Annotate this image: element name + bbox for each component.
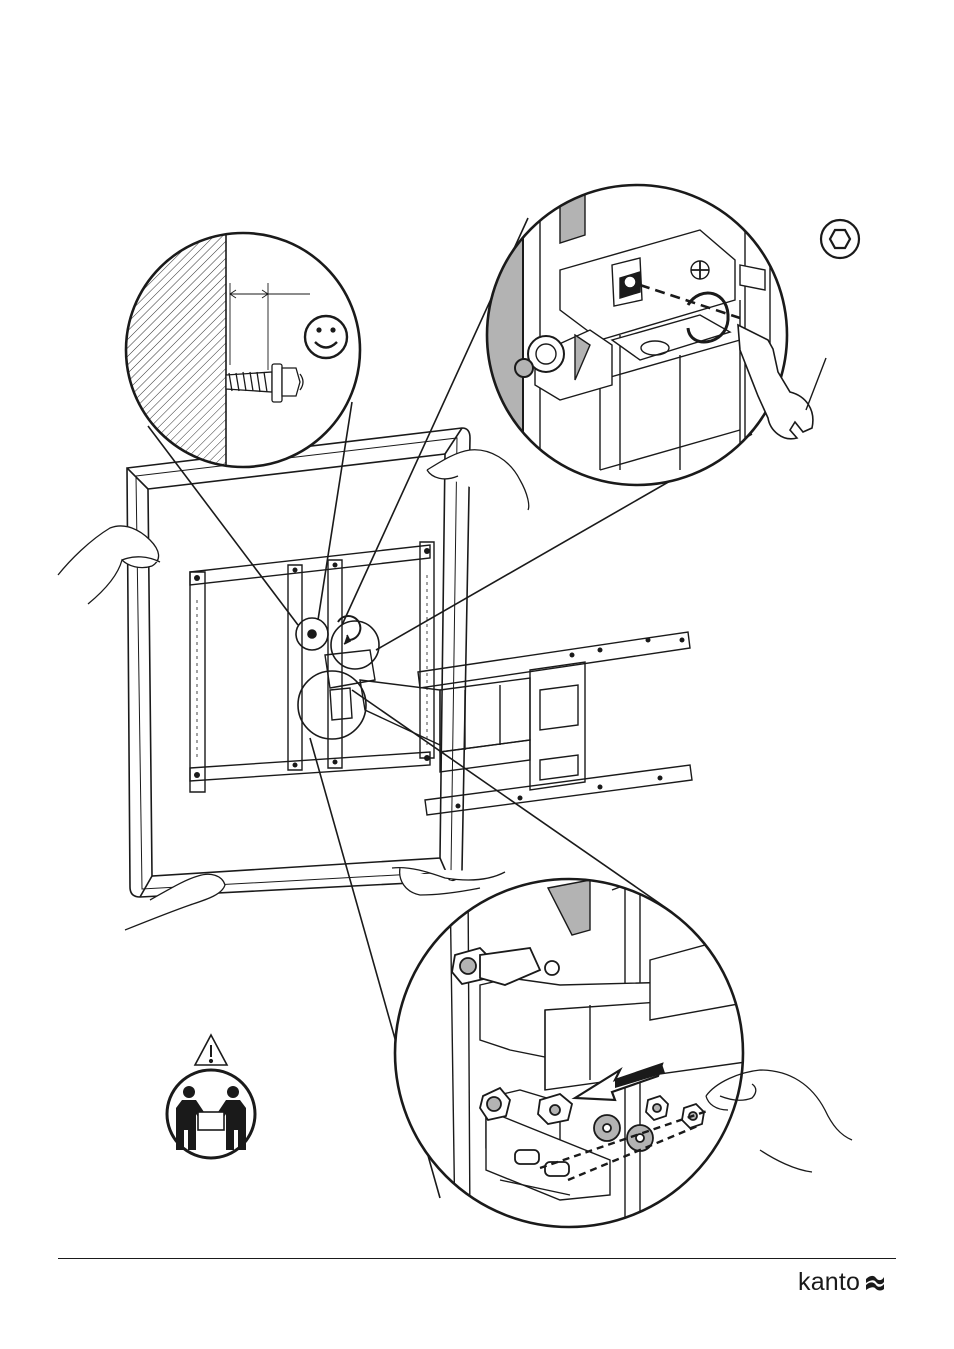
detail-wall-screw: [124, 231, 362, 469]
tv-bracket: [189, 541, 435, 793]
hand-right: [705, 1069, 853, 1173]
hex-key-icon: [819, 218, 861, 260]
warning-triangle-icon: [193, 1033, 229, 1066]
smiley-face-icon: [303, 314, 349, 360]
two-person-lift-icon: [165, 1068, 257, 1160]
wrench-icon: [737, 323, 827, 440]
detail-nut-removal: [393, 877, 853, 1229]
hands: [57, 449, 530, 931]
footer-divider: [58, 1258, 896, 1259]
wall-mount-arm: [324, 631, 693, 816]
detail-bolt-tighten: [485, 183, 861, 487]
callout-markers: [295, 615, 380, 740]
brand-wordmark: kanto: [798, 1267, 861, 1296]
brand-logo: kanto: [798, 1262, 886, 1302]
tv-panel: [126, 427, 471, 898]
kanto-wave-logo: [866, 1275, 885, 1291]
